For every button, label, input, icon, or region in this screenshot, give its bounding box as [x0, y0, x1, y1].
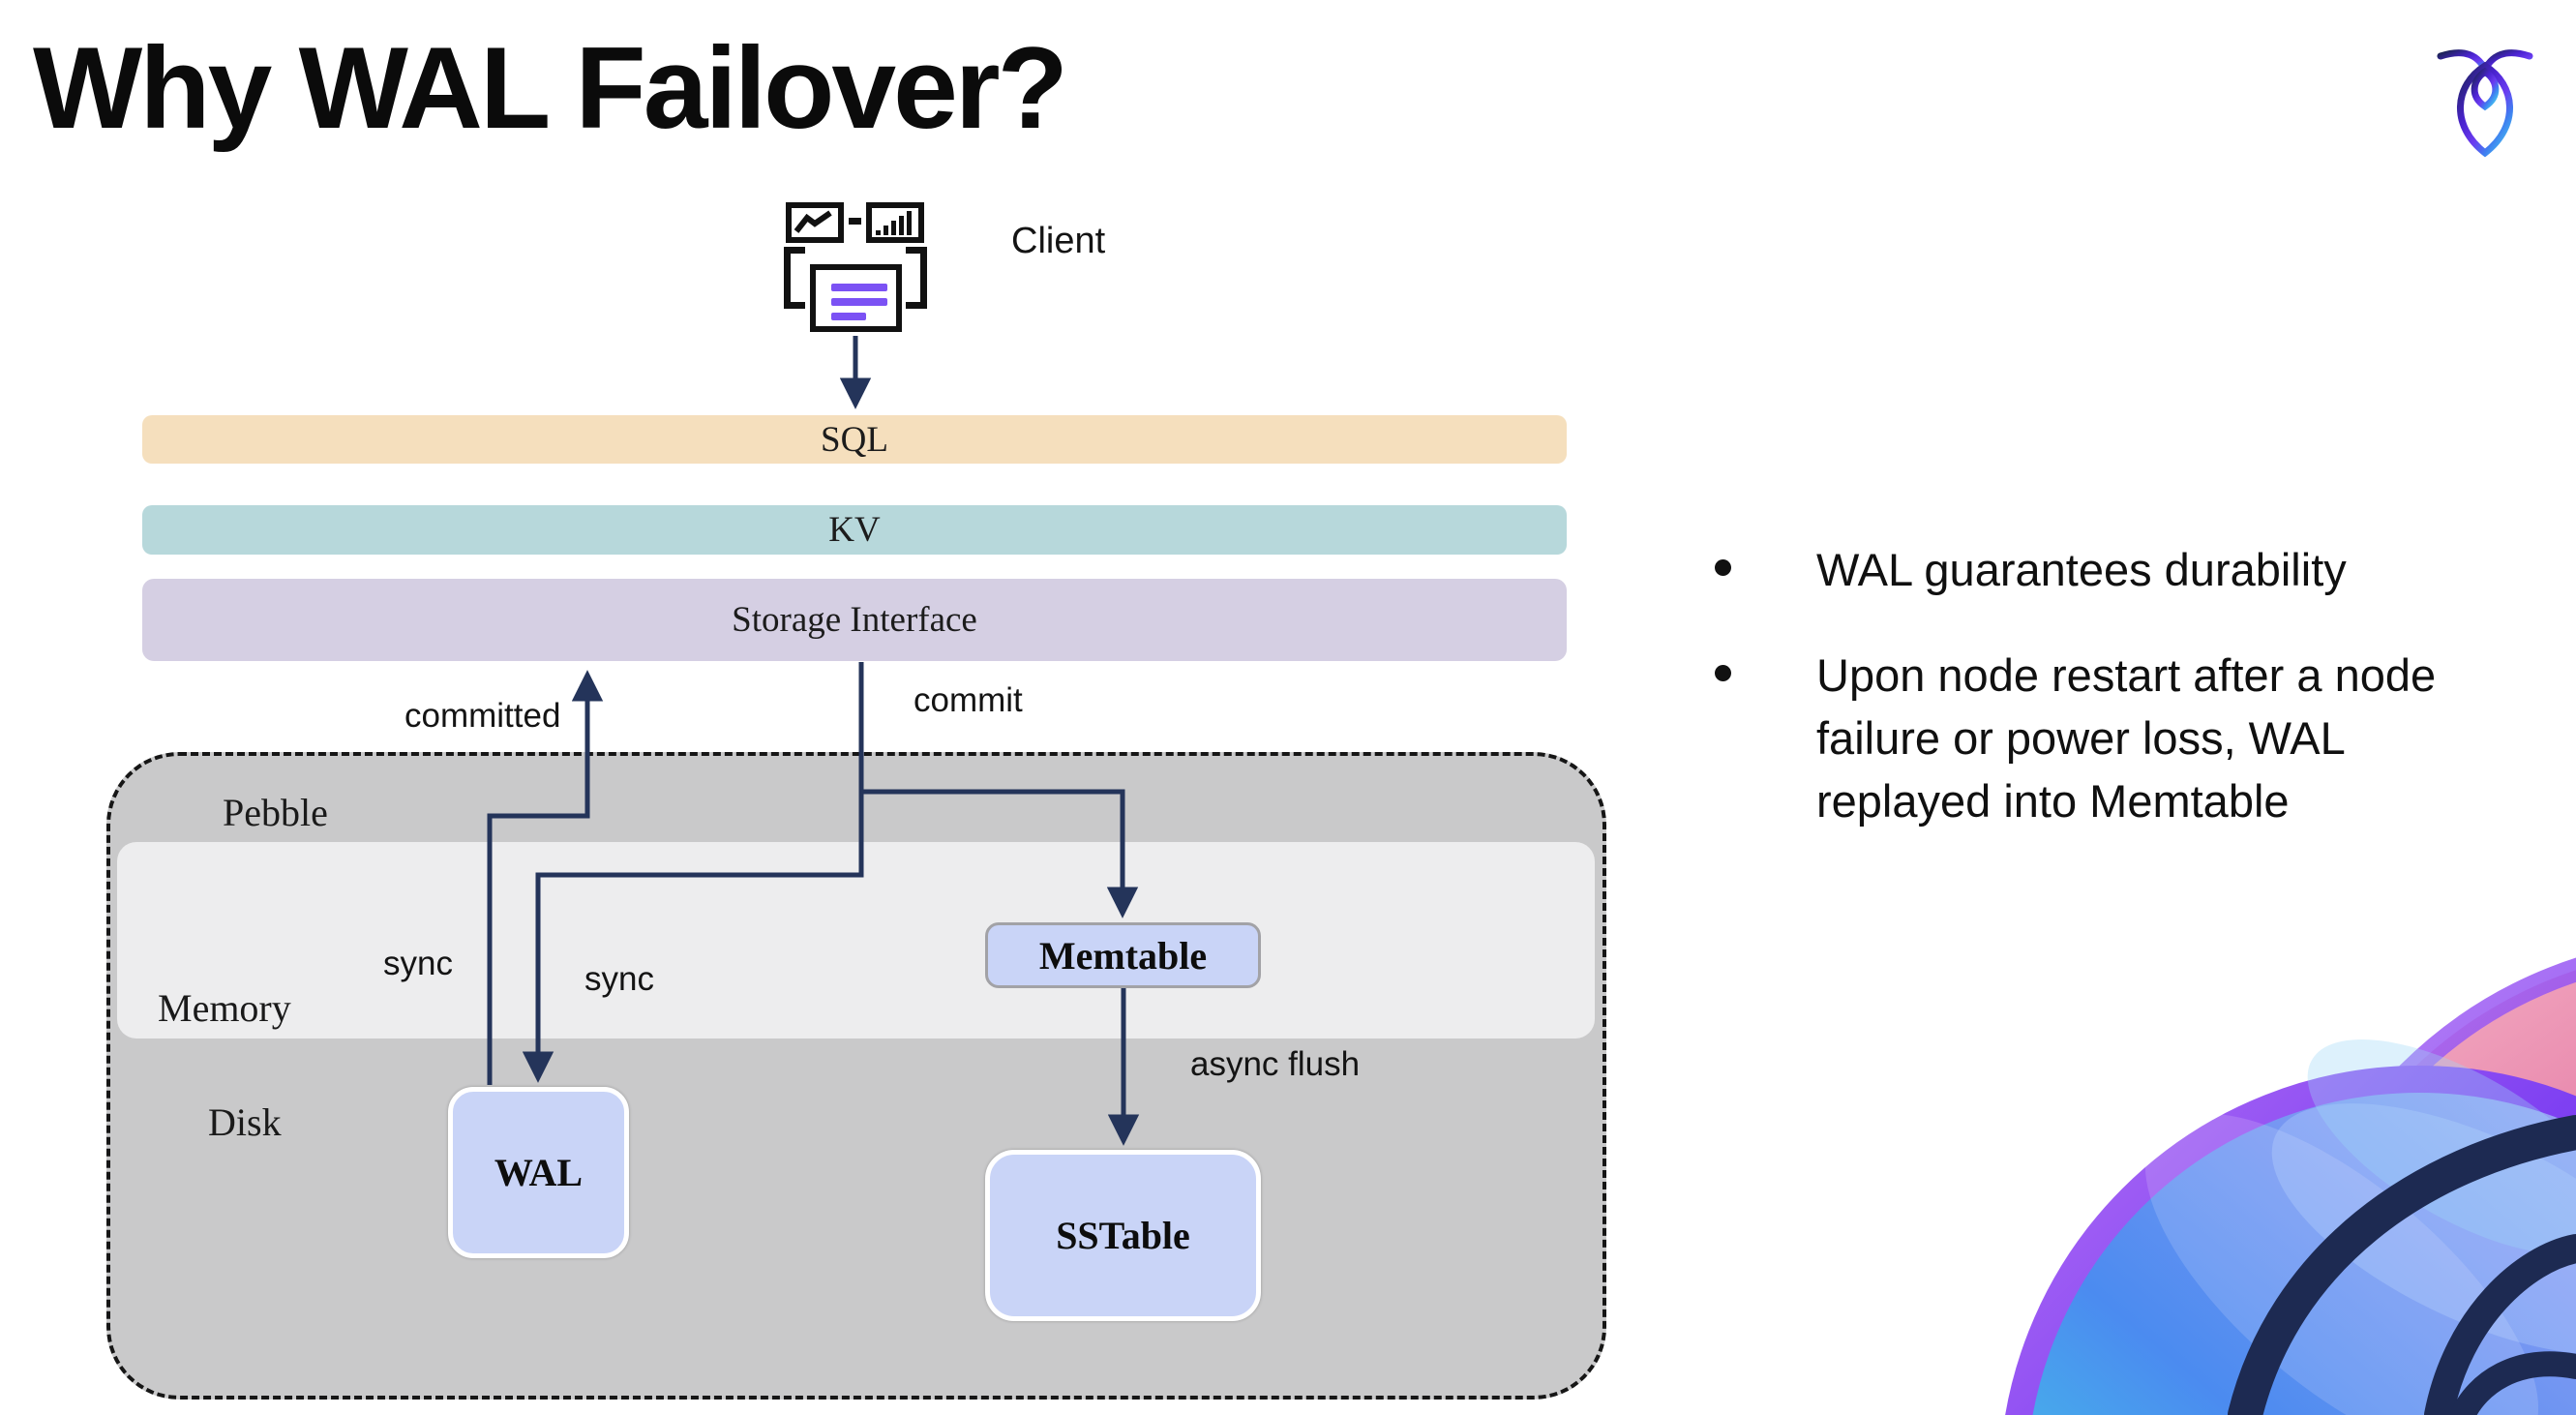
kv-layer-bar: KV — [142, 505, 1567, 555]
list-item: WAL guarantees durability — [1715, 538, 2479, 601]
sync-left-edge-label: sync — [383, 945, 453, 982]
storage-interface-layer-label: Storage Interface — [732, 600, 977, 640]
bullet-text: Upon node restart after a node failure o… — [1816, 649, 2437, 827]
wal-node: WAL — [448, 1087, 629, 1258]
memtable-node-label: Memtable — [1038, 933, 1208, 978]
kv-layer-label: KV — [828, 510, 881, 550]
bullet-list: WAL guarantees durability Upon node rest… — [1715, 538, 2479, 875]
sql-layer-bar: SQL — [142, 415, 1567, 464]
cockroachdb-logo-icon — [2437, 49, 2533, 158]
memory-label: Memory — [158, 986, 291, 1030]
commit-edge-label: commit — [914, 681, 1023, 719]
bullet-dot-icon — [1715, 559, 1731, 576]
client-label: Client — [1011, 221, 1106, 261]
committed-edge-label: committed — [404, 697, 561, 735]
sstable-node-label: SSTable — [1056, 1214, 1190, 1257]
document-icon — [810, 264, 902, 332]
line-chart-icon — [786, 202, 844, 243]
memtable-node: Memtable — [985, 922, 1261, 988]
brand-sphere-graphic — [2005, 957, 2576, 1415]
bullet-text: WAL guarantees durability — [1816, 544, 2347, 595]
disk-label: Disk — [208, 1100, 282, 1144]
async-flush-edge-label: async flush — [1190, 1045, 1361, 1083]
pebble-label: Pebble — [223, 791, 328, 834]
left-bracket-icon — [784, 247, 805, 309]
sstable-node: SSTable — [985, 1150, 1261, 1321]
memory-band — [117, 842, 1595, 1039]
sync-right-edge-label: sync — [584, 960, 654, 998]
storage-interface-layer-bar: Storage Interface — [142, 579, 1567, 661]
page-title: Why WAL Failover? — [33, 23, 1068, 153]
list-item: Upon node restart after a node failure o… — [1715, 644, 2479, 832]
bar-chart-icon — [866, 202, 924, 243]
dash-connector — [849, 218, 861, 225]
right-bracket-icon — [906, 247, 927, 309]
wal-node-label: WAL — [494, 1151, 584, 1194]
sql-layer-label: SQL — [821, 419, 888, 460]
bullet-dot-icon — [1715, 665, 1731, 681]
